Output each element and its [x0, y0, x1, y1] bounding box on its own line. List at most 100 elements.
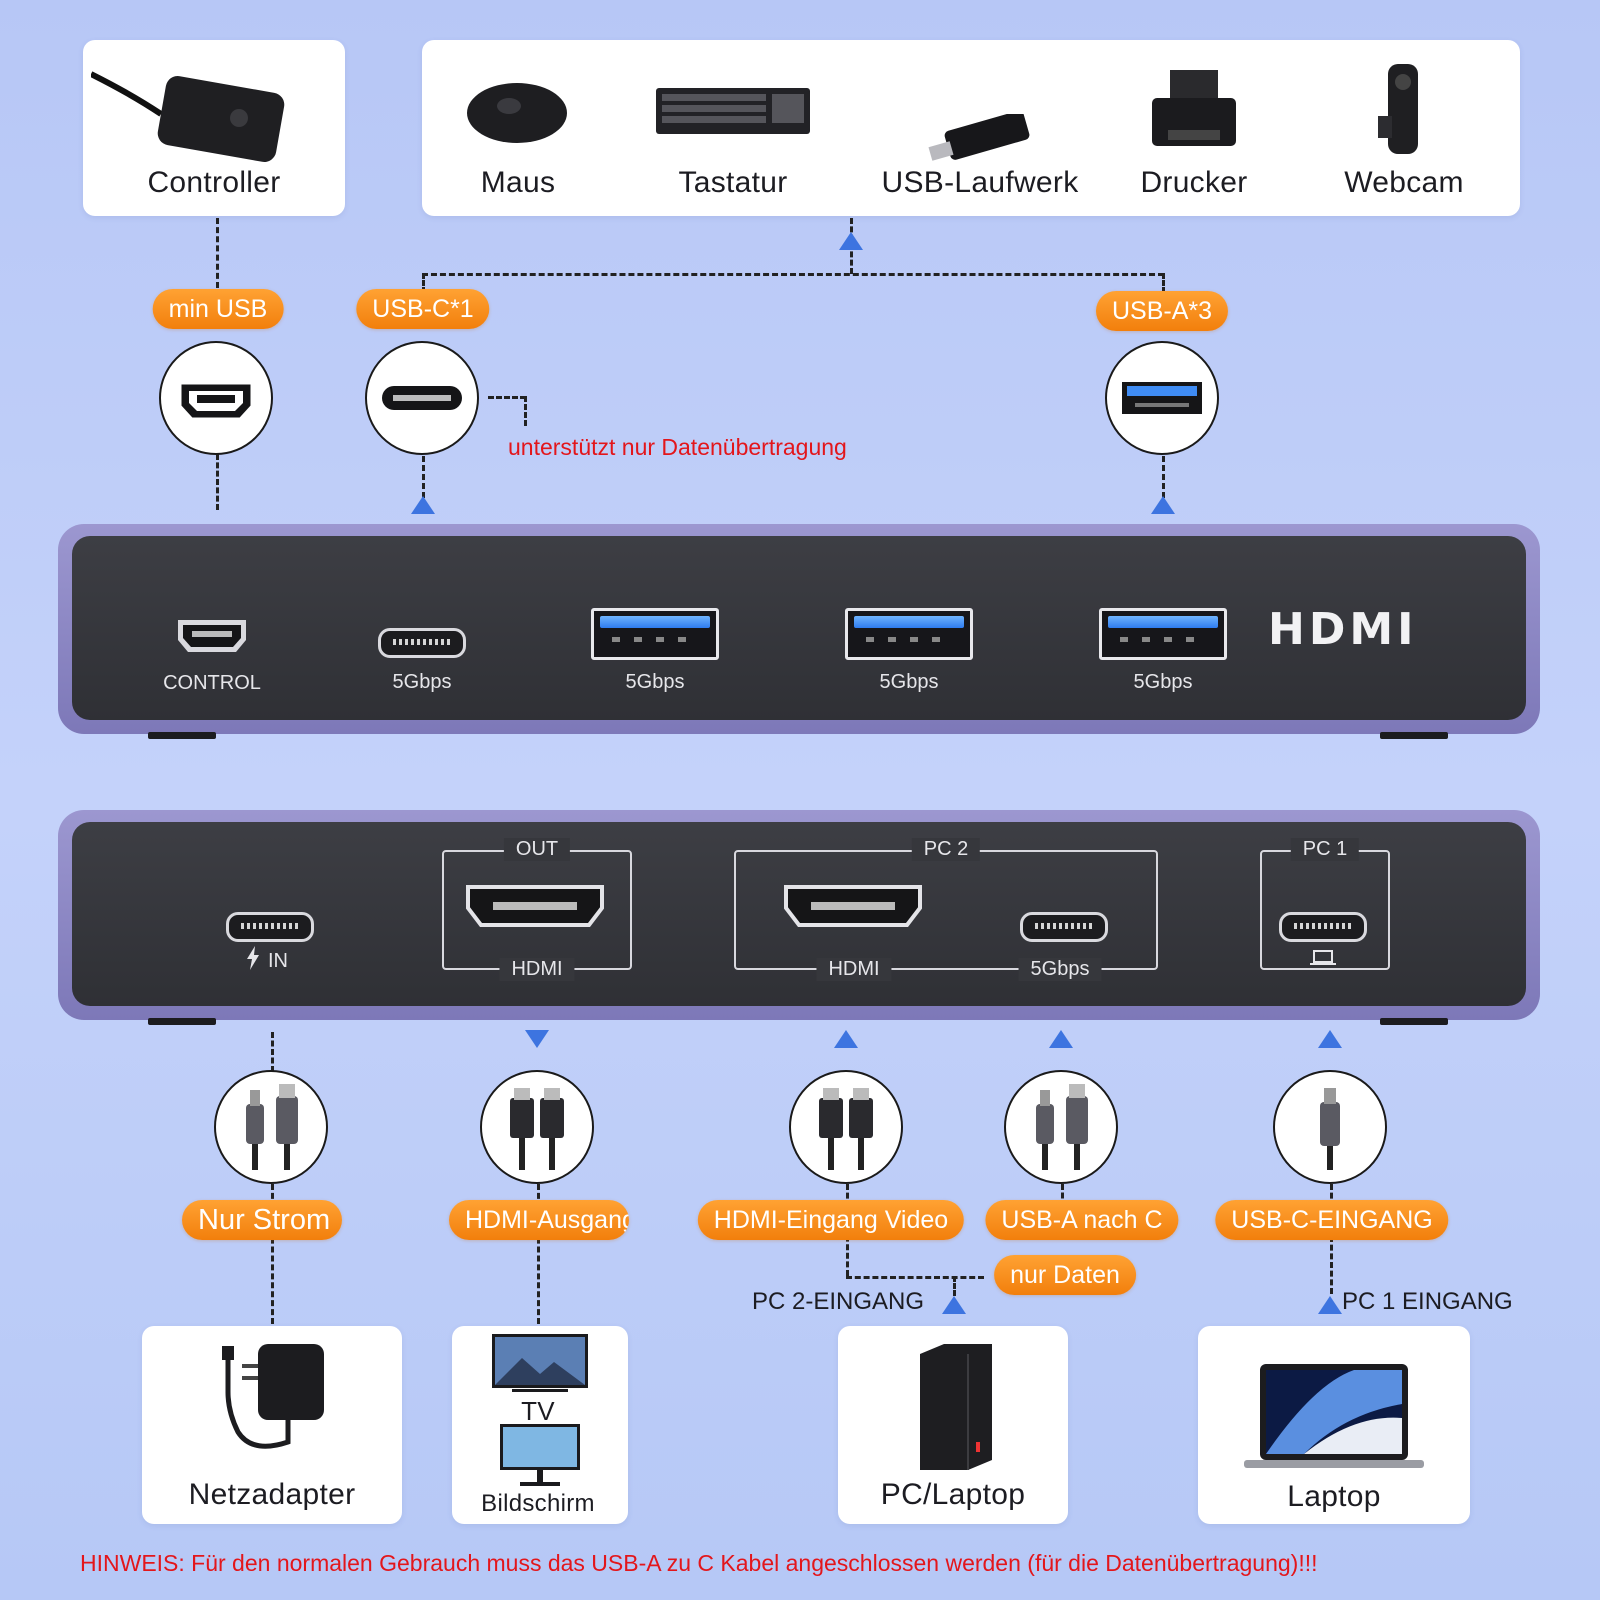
- connector-usba-line-lower: [1162, 456, 1165, 498]
- tag-nur-daten: nur Daten: [994, 1255, 1136, 1295]
- arrow-up-usbc: [411, 496, 435, 514]
- out-title: OUT: [503, 838, 571, 861]
- control-port-label: CONTROL: [163, 672, 261, 694]
- connector-controller-line-lower: [216, 454, 219, 510]
- connector-usbc-line: [422, 273, 425, 293]
- pc-card: PC/Laptop: [838, 1326, 1068, 1524]
- controller-label: Controller: [147, 166, 281, 199]
- pc2-usb-c-port: [1020, 912, 1108, 942]
- out-hdmi-label: HDMI: [499, 958, 575, 981]
- laptop-label: Laptop: [1287, 1480, 1381, 1513]
- tag-usb-c: USB-C*1: [356, 289, 490, 329]
- webcam-icon: [1378, 64, 1418, 154]
- front-usb-a-port-3: [1099, 608, 1227, 660]
- display-card: TV Bildschirm: [452, 1326, 628, 1524]
- out-bracket: OUT HDMI: [442, 838, 632, 981]
- note-leader-h: [488, 396, 526, 399]
- arrow-up-peripherals: [839, 232, 863, 250]
- front-usb-c-speed: 5Gbps: [392, 671, 452, 693]
- device-label-printer: Drucker: [1140, 166, 1248, 199]
- pc1-input-label: PC 1 EINGANG: [1342, 1288, 1513, 1315]
- tv-icon: [492, 1334, 588, 1392]
- circle-usb-a: [1105, 341, 1219, 455]
- usb-a-to-c-cable-icon: [246, 1084, 298, 1170]
- device-label-keyboard: Tastatur: [678, 166, 788, 199]
- tag-hdmi-ausgang: HDMI-Ausgang: [449, 1200, 629, 1240]
- mini-usb-port-icon: [181, 384, 251, 418]
- device-label-usb-drive: USB-Laufwerk: [881, 166, 1079, 199]
- power-line-bottom: [271, 1184, 274, 1324]
- tag-usb-a: USB-A*3: [1095, 291, 1229, 331]
- circle-cable-hdmi-in: [789, 1070, 903, 1184]
- tag-hdmi-eingang: HDMI-Eingang Video: [697, 1200, 965, 1240]
- adapter-card: Netzadapter: [142, 1326, 402, 1524]
- lightning-icon: [247, 946, 259, 970]
- front-panel-foot-left: [148, 732, 216, 739]
- note-leader-v: [524, 396, 527, 426]
- peripherals-card: Maus Tastatur USB-Laufwerk Drucker Webca…: [422, 40, 1520, 216]
- circle-cable-usbc-in: [1273, 1070, 1387, 1184]
- tag-usba-nach-c: USB-A nach C: [985, 1200, 1179, 1240]
- circle-cable-usb-data: [1004, 1070, 1118, 1184]
- usb-c-port-icon: [382, 386, 462, 410]
- power-in-label: IN: [268, 950, 288, 972]
- connector-hub-line: [422, 273, 1164, 276]
- tag-nur-strom: Nur Strom: [182, 1200, 342, 1240]
- power-line-top: [271, 1032, 274, 1072]
- pc2-join-line: [846, 1276, 984, 1279]
- tv-label: TV: [521, 1396, 555, 1426]
- front-panel-face: CONTROL 5Gbps 5Gbps 5Gbps 5Gbps HDMI: [72, 536, 1526, 720]
- pc1-bracket: PC 1: [1260, 838, 1390, 970]
- hdmi-logo: HDMI: [1268, 604, 1418, 655]
- arrow-up-usb-data: [1049, 1030, 1073, 1048]
- circle-cable-hdmi-out: [480, 1070, 594, 1184]
- front-usb-a-port-2: [845, 608, 973, 660]
- connector-usbc-line-lower: [422, 456, 425, 498]
- laptop-card: Laptop: [1198, 1326, 1470, 1524]
- device-label-mouse: Maus: [480, 166, 556, 199]
- arrow-up-pc1: [1318, 1296, 1342, 1314]
- arrow-up-usbc-in: [1318, 1030, 1342, 1048]
- pc1-title: PC 1: [1290, 838, 1360, 861]
- controller-icon: [91, 71, 285, 162]
- keyboard-icon: [656, 88, 810, 134]
- arrow-up-hdmi-in: [834, 1030, 858, 1048]
- hdmi-cable-in-icon: [819, 1088, 873, 1170]
- connector-usba-line: [1162, 273, 1165, 293]
- connector-controller-line: [216, 218, 219, 288]
- front-usb-c-port: [378, 628, 466, 658]
- out-hdmi-port-icon: [466, 885, 604, 927]
- usb-a-to-c-data-cable-icon: [1036, 1084, 1088, 1170]
- power-usb-c-port: [226, 912, 314, 942]
- back-panel-foot-right: [1380, 1018, 1448, 1025]
- pc2-title: PC 2: [911, 838, 981, 861]
- laptop-icon: [1244, 1364, 1424, 1468]
- printer-icon: [1152, 70, 1236, 146]
- hdmi-cable-icon: [510, 1088, 564, 1170]
- mouse-icon: [467, 83, 567, 143]
- arrow-down-hdmi-out: [525, 1030, 549, 1048]
- usb-a-port-icon: [1122, 382, 1202, 414]
- front-usb-a-port-1: [591, 608, 719, 660]
- tag-min-usb: min USB: [152, 289, 284, 329]
- front-usb-a-speed-3: 5Gbps: [1133, 671, 1193, 693]
- back-panel: IN OUT HDMI PC 2 HDMI 5Gbps PC 1: [58, 810, 1540, 1020]
- monitor-label: Bildschirm: [481, 1490, 595, 1517]
- pc1-usb-c-port: [1279, 912, 1367, 942]
- desktop-pc-icon: [920, 1344, 992, 1470]
- adapter-label: Netzadapter: [188, 1478, 356, 1511]
- front-usb-a-speed-1: 5Gbps: [625, 671, 685, 693]
- pc2-bracket: PC 2 HDMI 5Gbps: [734, 838, 1158, 981]
- front-panel-foot-right: [1380, 732, 1448, 739]
- usb-c-cable-icon: [1320, 1088, 1340, 1170]
- tag-usbc-eingang: USB-C-EINGANG: [1215, 1200, 1449, 1240]
- laptop-small-icon: [1310, 950, 1336, 965]
- pc2-hdmi-label: HDMI: [816, 958, 892, 981]
- pc2-hdmi-port-icon: [784, 885, 922, 927]
- back-panel-face: IN OUT HDMI PC 2 HDMI 5Gbps PC 1: [72, 822, 1526, 1006]
- front-panel: CONTROL 5Gbps 5Gbps 5Gbps 5Gbps HDMI: [58, 524, 1540, 734]
- pc2-usb-label: 5Gbps: [1018, 958, 1102, 981]
- circle-mini-usb: [159, 341, 273, 455]
- circle-usb-c: [365, 341, 479, 455]
- pc2-join-line-down: [953, 1276, 956, 1296]
